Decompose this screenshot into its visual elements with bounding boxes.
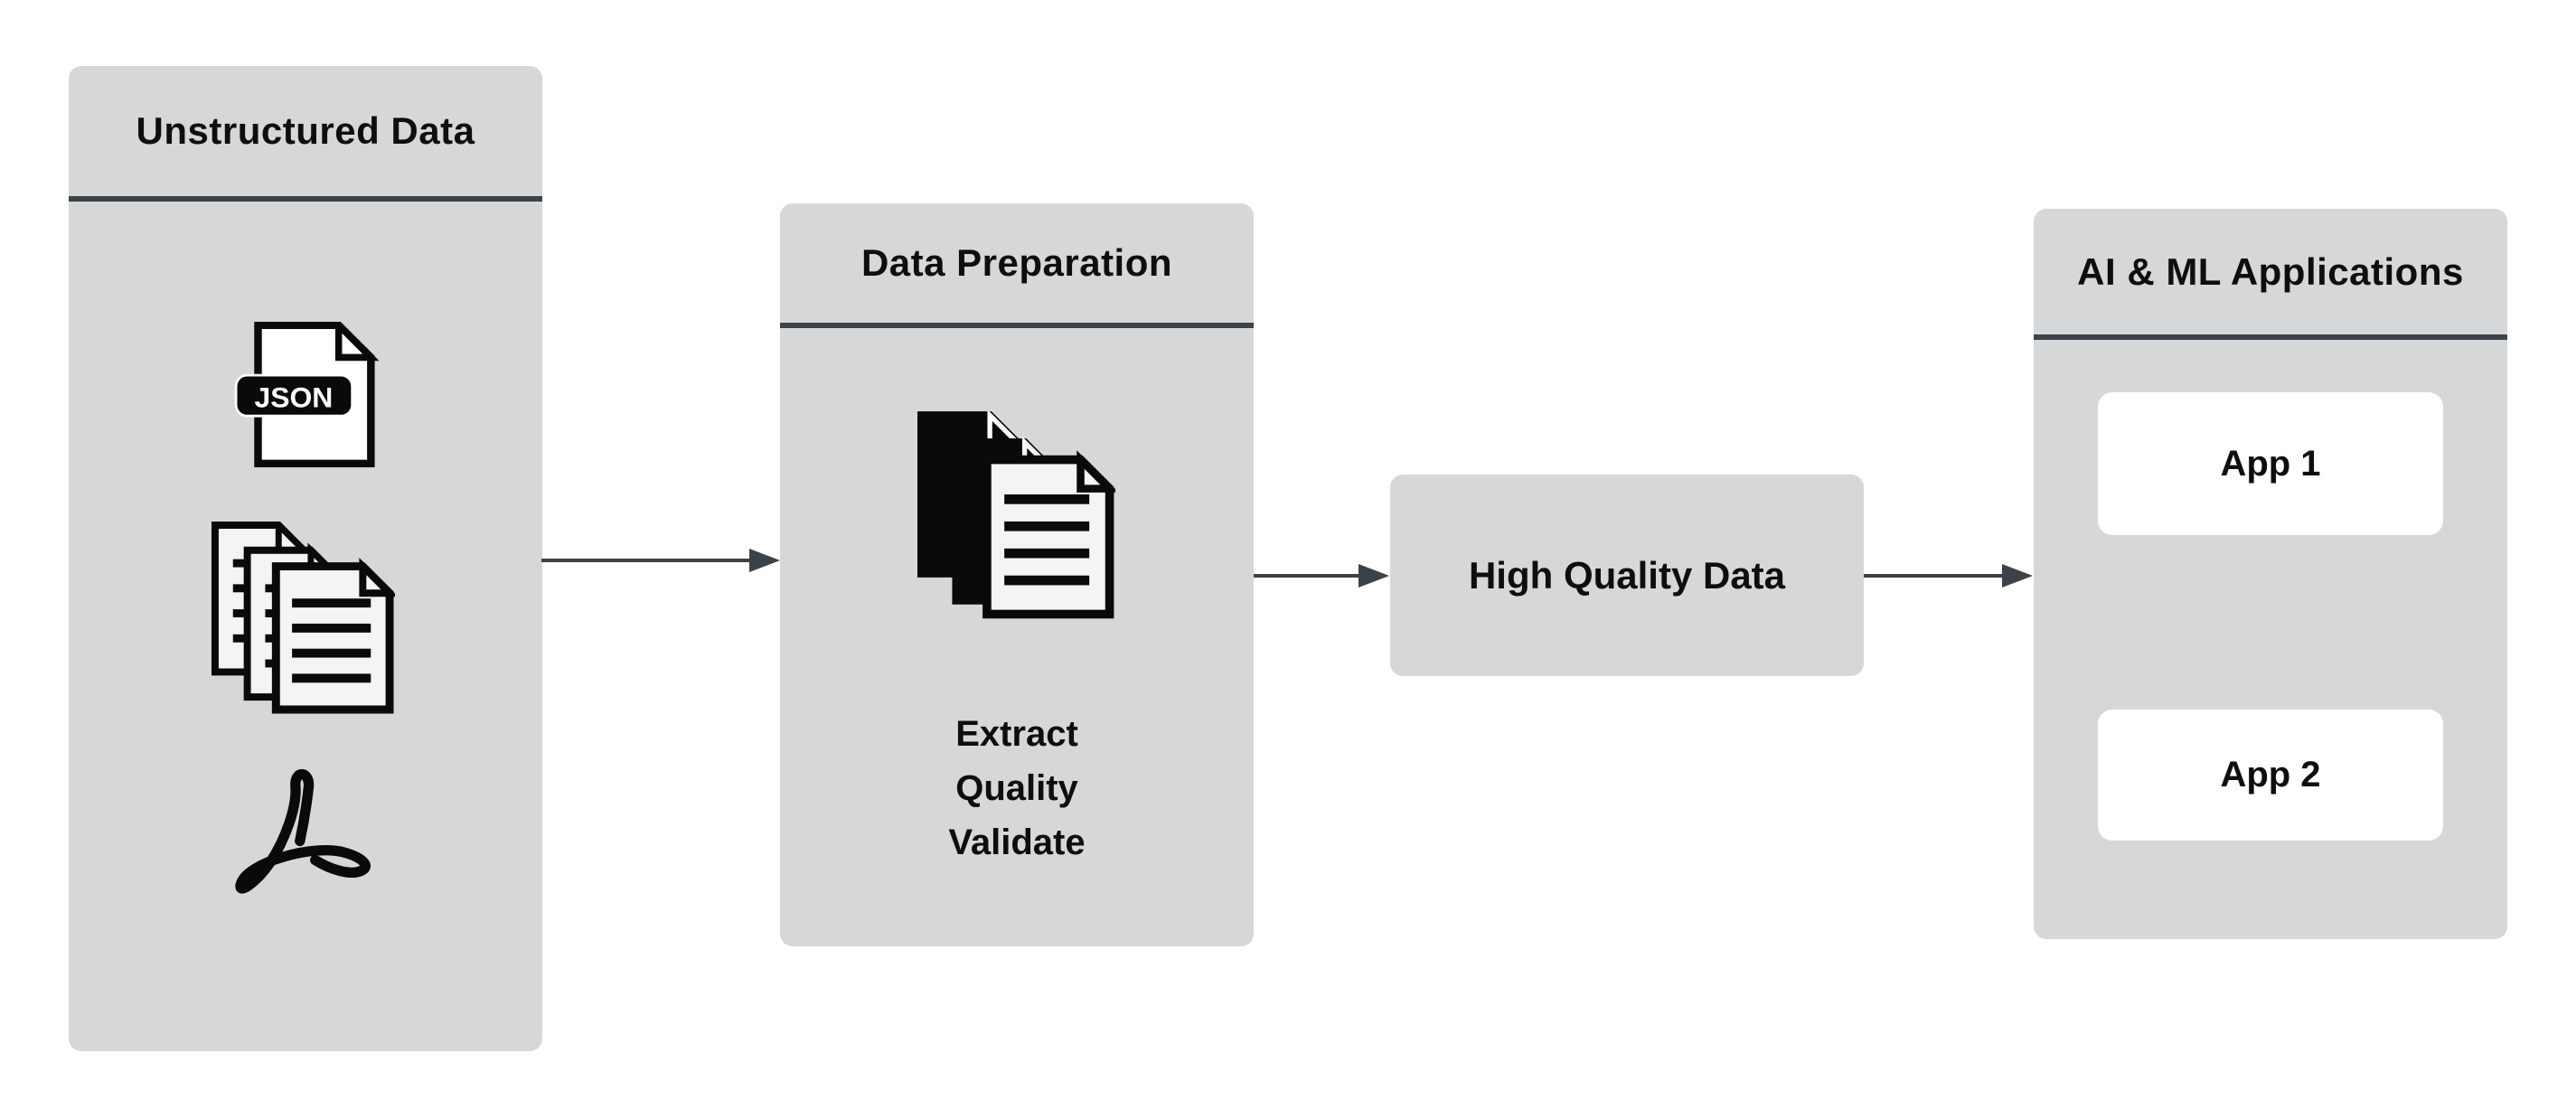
arrow-preparation-to-highquality (1254, 564, 1389, 588)
panel-ai-ml-applications: AI & ML Applications App 1 App 2 (2034, 209, 2507, 939)
high-quality-data-label: High Quality Data (1468, 553, 1786, 597)
app-2-card: App 2 (2098, 710, 2443, 841)
arrow-highquality-to-applications (1864, 564, 2033, 588)
pdf-acrobat-icon (230, 762, 376, 908)
documents-stack-dark-icon (917, 411, 1115, 620)
app-1-label: App 1 (2220, 443, 2321, 484)
panel-data-preparation: Data Preparation (780, 203, 1254, 946)
step-extract: Extract (955, 714, 1078, 754)
app-2-label: App 2 (2220, 755, 2321, 795)
panel-unstructured-data-title: Unstructured Data (69, 66, 542, 202)
step-validate: Validate (948, 823, 1086, 862)
step-quality: Quality (955, 768, 1078, 808)
arrow-unstructured-to-preparation (541, 549, 780, 572)
preparation-steps: Extract Quality Validate (780, 707, 1254, 870)
json-badge-label: JSON (254, 381, 333, 414)
high-quality-data-box: High Quality Data (1390, 475, 1864, 676)
panel-ai-ml-applications-title: AI & ML Applications (2034, 209, 2507, 340)
documents-stack-icon (212, 522, 395, 715)
panel-unstructured-data: Unstructured Data JSON (69, 66, 542, 1051)
panel-data-preparation-title: Data Preparation (780, 203, 1254, 328)
json-file-icon: JSON (234, 322, 379, 475)
app-1-card: App 1 (2098, 392, 2443, 535)
